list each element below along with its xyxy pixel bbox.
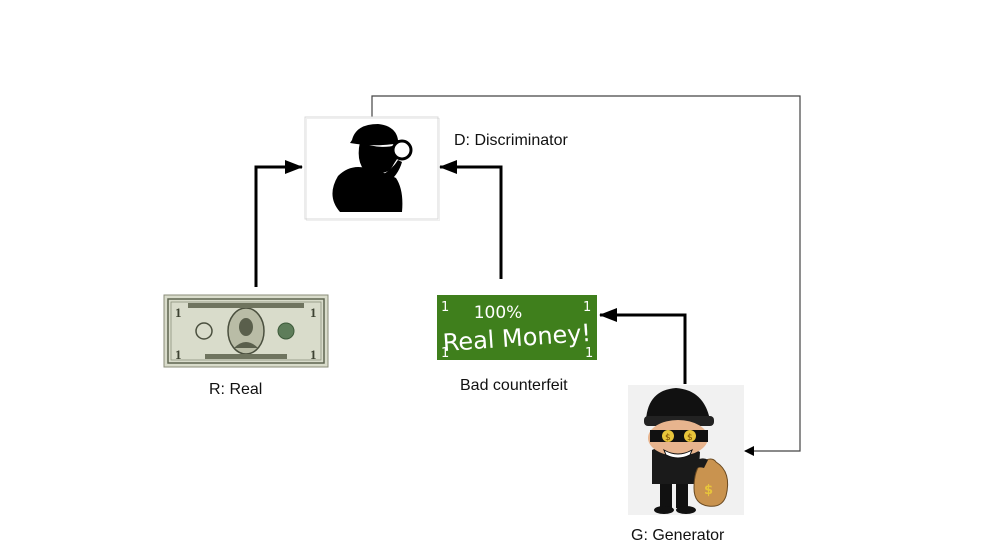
svg-text:1: 1 — [310, 305, 317, 320]
counterfeit-line1: 100% — [474, 303, 523, 323]
corner-numeral-bl: 1 — [441, 346, 449, 361]
svg-text:$: $ — [687, 433, 693, 443]
counterfeit-node: 1 1 1 1 100% Real Money! — [437, 295, 597, 361]
svg-text:$: $ — [665, 433, 671, 443]
burglar-money-bag-icon: $ $ $ — [644, 388, 729, 514]
counterfeit-label: Bad counterfeit — [460, 377, 568, 394]
corner-numeral-tr: 1 — [583, 300, 591, 315]
generator-node: $ $ $ — [628, 385, 744, 515]
svg-text:1: 1 — [175, 347, 182, 362]
svg-text:1: 1 — [310, 347, 317, 362]
dollar-bill-icon: 1 1 1 1 — [163, 294, 329, 368]
detective-magnifier-icon — [332, 124, 413, 212]
real-label: R: Real — [209, 381, 263, 398]
corner-numeral-br: 1 — [585, 346, 593, 361]
feedback-arrow — [371, 95, 801, 456]
counterfeit-to-discriminator-arrow — [439, 160, 503, 279]
real-dollar-node: 1 1 1 1 — [163, 294, 329, 368]
discriminator-label: D: Discriminator — [454, 132, 568, 149]
generator-to-counterfeit-arrow — [599, 308, 687, 384]
generator-label: G: Generator — [631, 527, 725, 544]
corner-numeral-tl: 1 — [441, 300, 449, 315]
real-to-discriminator-arrow — [254, 160, 303, 287]
discriminator-node — [304, 116, 440, 221]
fake-banknote-icon: 1 1 1 1 100% Real Money! — [437, 295, 597, 361]
svg-text:1: 1 — [175, 305, 182, 320]
svg-text:$: $ — [704, 483, 713, 498]
